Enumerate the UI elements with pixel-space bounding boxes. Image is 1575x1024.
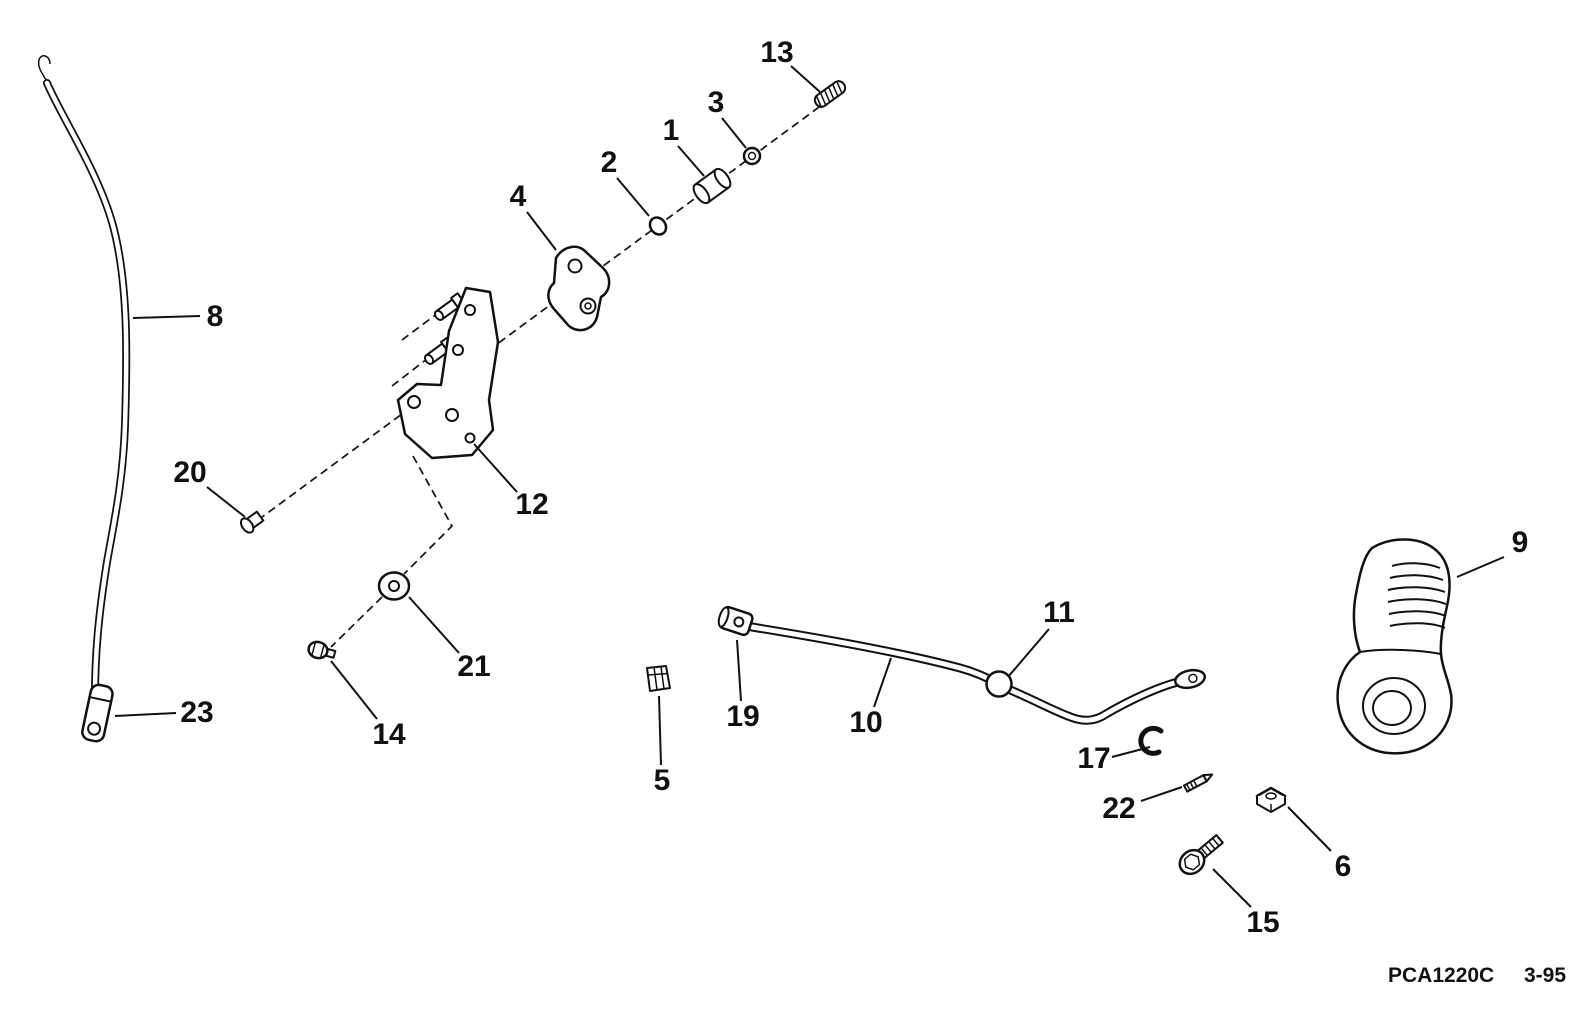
part-washer-21	[377, 571, 411, 601]
callout-19: 19	[726, 700, 759, 733]
callout-6: 6	[1335, 850, 1352, 883]
part-bracket-12	[396, 286, 500, 460]
part-ball-11	[985, 670, 1013, 698]
callout-9: 9	[1512, 526, 1529, 559]
part-c-clip-17	[1138, 725, 1164, 756]
part-ring-2	[648, 216, 668, 236]
callout-22: 22	[1102, 792, 1135, 825]
callout-labels: 13 3 1 2 4 8 20 12 21 14 23 5 19 10 11 1…	[173, 36, 1528, 939]
part-clevis-23	[81, 683, 114, 743]
part-link-rod-8	[37, 55, 131, 700]
part-nut-6	[1255, 786, 1287, 813]
part-pin-22	[1182, 773, 1214, 793]
callout-15: 15	[1246, 906, 1279, 939]
callout-14: 14	[372, 718, 406, 751]
part-bolt-15	[1178, 834, 1224, 876]
callout-12: 12	[515, 488, 548, 521]
part-bolt-14	[307, 640, 337, 660]
callout-20: 20	[173, 456, 206, 489]
part-bushing-1	[692, 167, 732, 205]
assembly-axis-lines	[257, 87, 846, 648]
callout-21: 21	[457, 650, 490, 683]
callout-leader-lines	[114, 65, 1505, 908]
part-nut-3	[742, 146, 762, 166]
handle-grip-ribs	[1387, 562, 1447, 629]
part-code-text: PCA1220C	[1388, 964, 1494, 987]
callout-10: 10	[849, 706, 882, 739]
callout-5: 5	[654, 764, 671, 797]
callout-1: 1	[663, 114, 680, 147]
part-rod-end-19	[717, 605, 754, 637]
callout-11: 11	[1043, 596, 1075, 629]
callout-17: 17	[1077, 742, 1110, 775]
drawing-footer: PCA1220C 3-95	[1388, 964, 1566, 987]
part-cam-lever-4	[547, 245, 611, 332]
part-spring-13	[813, 80, 847, 109]
callout-2: 2	[601, 146, 618, 179]
callout-3: 3	[708, 86, 725, 119]
revision-text: 3-95	[1524, 964, 1566, 987]
part-clip-5	[646, 665, 671, 692]
callout-23: 23	[180, 696, 213, 729]
part-screw-20	[239, 510, 265, 534]
part-shift-rod-10	[747, 622, 1207, 725]
callout-13: 13	[760, 36, 793, 69]
callout-4: 4	[510, 180, 527, 213]
callout-8: 8	[207, 300, 224, 333]
rod-end-eyelet	[1173, 668, 1207, 690]
part-shift-handle-9	[1336, 538, 1453, 755]
